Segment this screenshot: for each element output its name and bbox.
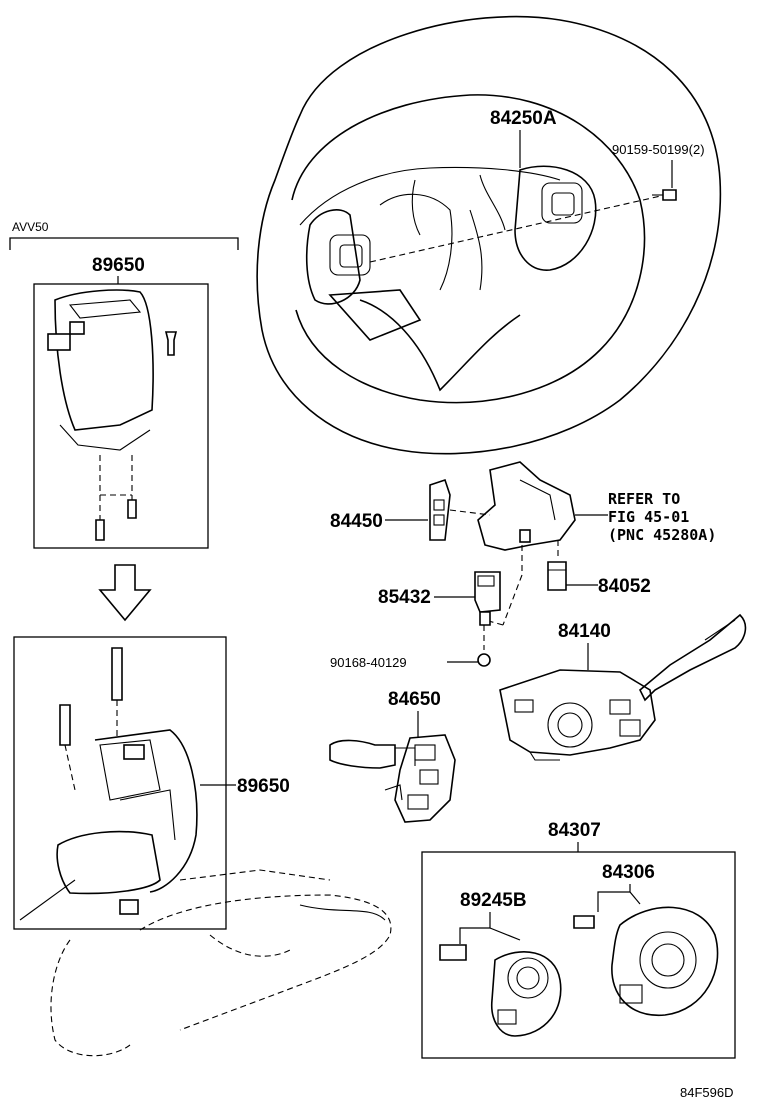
figure-code: 84F596D xyxy=(680,1085,733,1100)
part-85432-label: 85432 xyxy=(378,587,431,608)
refer-line2: FIG 45-01 xyxy=(608,508,689,526)
screw-label: 90159-50199(2) xyxy=(612,142,705,157)
switch-assembly-drawing xyxy=(429,461,576,667)
clock-spring-assembly-box: 84307 84306 89245B xyxy=(421,820,736,1059)
variant-label: AVV50 xyxy=(12,220,49,234)
combination-switch-84140: 84140 xyxy=(499,613,747,761)
switch-84650: 84650 xyxy=(329,689,456,823)
steering-wheel-callout: 84250A xyxy=(490,108,557,168)
part-84450-label: 84450 xyxy=(330,511,383,532)
part-84140-label: 84140 xyxy=(558,621,611,642)
steering-wheel-label: 84250A xyxy=(490,108,557,129)
part-89245b-label: 89245B xyxy=(460,890,527,911)
steering-wheel-drawing xyxy=(256,15,722,455)
screw-callout: 90159-50199(2) xyxy=(612,142,705,188)
down-arrow-icon xyxy=(98,564,152,622)
part-84052-callout: 84052 xyxy=(566,576,651,597)
airbag-upper-label: 89650 xyxy=(92,255,145,276)
part-84650-label: 84650 xyxy=(388,689,441,710)
steering-column-outline xyxy=(50,869,392,1057)
part-84052-label: 84052 xyxy=(598,576,651,597)
bolt-90168-callout: 90168-40129 xyxy=(330,655,478,670)
bolt-90168-label: 90168-40129 xyxy=(330,655,407,670)
variant-bracket: AVV50 xyxy=(9,220,239,250)
airbag-upper-box: 89650 xyxy=(33,255,209,549)
part-84306-label: 84306 xyxy=(602,862,655,883)
airbag-lower-box: 89650 xyxy=(13,636,290,930)
airbag-lower-label: 89650 xyxy=(237,776,290,797)
part-84307-label: 84307 xyxy=(548,820,601,841)
refer-line1: REFER TO xyxy=(608,490,680,508)
refer-note: REFER TO FIG 45-01 (PNC 45280A) xyxy=(575,490,716,544)
part-84450-callout: 84450 xyxy=(330,511,428,532)
refer-line3: (PNC 45280A) xyxy=(608,526,716,544)
part-85432-callout: 85432 xyxy=(378,587,475,608)
